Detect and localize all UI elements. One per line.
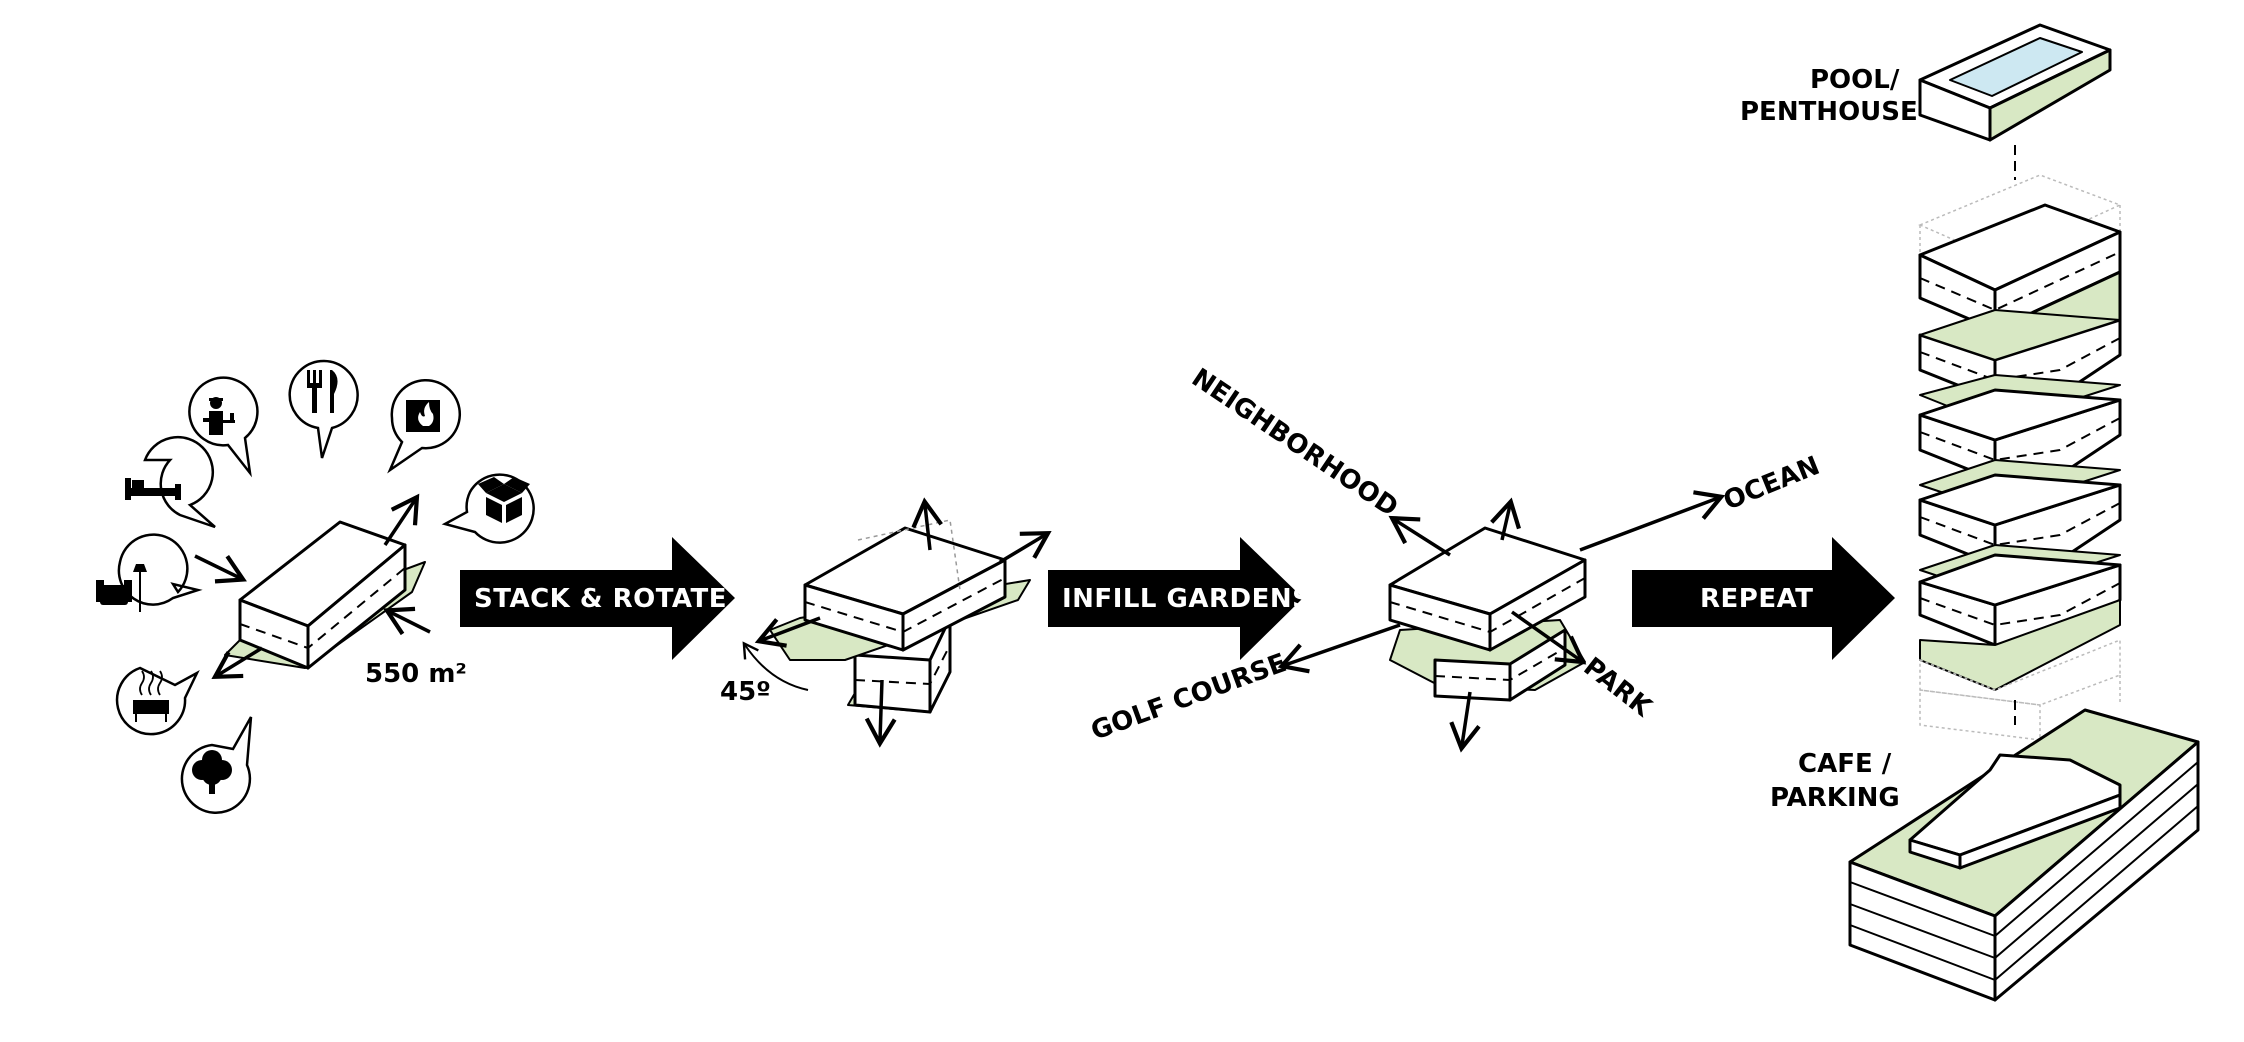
fireplace-icon <box>387 378 462 474</box>
step-arrow-repeat: REPEAT <box>1632 537 1895 660</box>
pool-penthouse-label-line1: POOL/ <box>1810 65 1900 95</box>
dining-icon <box>288 359 359 459</box>
step-arrow-stack-rotate: STACK & ROTATE <box>460 537 735 660</box>
module-side <box>306 543 407 670</box>
step-label-stack-rotate: STACK & ROTATE <box>474 584 727 614</box>
ghost-module-top <box>1918 174 2122 261</box>
tower-stack <box>1918 203 2122 691</box>
view-label-ocean: OCEAN <box>1719 451 1824 517</box>
ghost-module-bottom <box>1919 638 2121 741</box>
rotation-arc <box>742 641 809 691</box>
garden-modules <box>1388 526 1587 702</box>
concierge-icon <box>188 376 259 478</box>
tree-icon <box>180 716 253 814</box>
view-label-golf-course: GOLF COURSE <box>1087 648 1290 747</box>
module-arrows <box>194 493 431 680</box>
view-label-neighborhood: NEIGHBORHOOD <box>1186 363 1403 523</box>
stack-arrows <box>754 497 1052 748</box>
sauna-icon <box>115 666 200 736</box>
view-arrows <box>1277 490 1726 753</box>
pool-penthouse-label-line2: PENTHOUSE <box>1740 97 1918 127</box>
cafe-parking-label-line2: PARKING <box>1770 783 1900 813</box>
bed-icon <box>125 435 216 529</box>
rotation-angle-label: 45º <box>720 677 771 707</box>
cafe-parking-base <box>1848 708 2200 1002</box>
base-module <box>224 520 426 670</box>
pool-penthouse-module <box>1918 23 2112 142</box>
step-label-repeat: REPEAT <box>1700 584 1813 614</box>
armchair-icon <box>96 533 203 612</box>
step-arrow-infill-gardens: INFILL GARDENS <box>1048 537 1311 660</box>
view-label-park: PARK <box>1578 652 1658 724</box>
cafe-parking-label-line1: CAFE / <box>1798 749 1892 779</box>
module-area-label: 550 m² <box>365 659 467 689</box>
stacked-modules <box>769 519 1031 714</box>
storage-box-icon <box>441 473 535 544</box>
step-label-infill-gardens: INFILL GARDENS <box>1062 584 1311 614</box>
